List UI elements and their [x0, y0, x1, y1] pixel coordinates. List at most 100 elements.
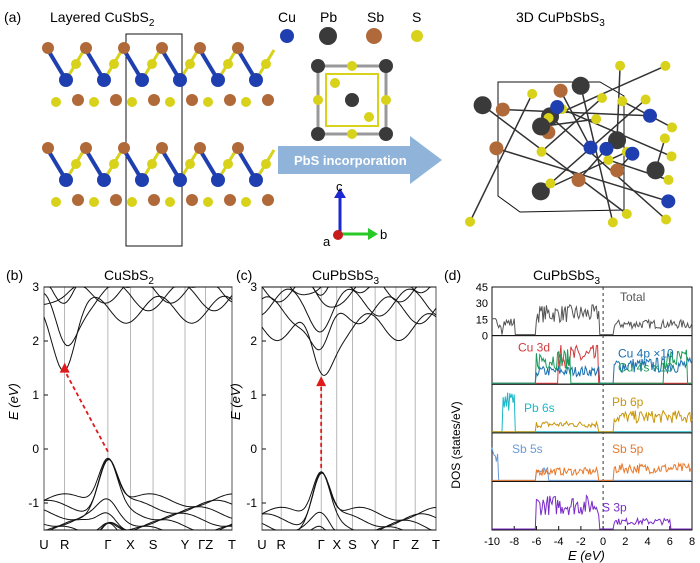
k-point-label: U [257, 537, 266, 552]
sb-atom [42, 42, 54, 54]
s-atom [109, 59, 119, 69]
y-tick-label: 3 [250, 280, 257, 294]
dos-curve [492, 494, 692, 530]
sb-atom [148, 94, 160, 106]
atom [646, 161, 665, 180]
atom [532, 117, 551, 136]
s-atom [261, 59, 271, 69]
bond [548, 65, 666, 119]
dos-x-tick-label: -8 [509, 536, 519, 548]
legend-sb-sphere [366, 28, 382, 44]
sb-atom [80, 142, 92, 154]
pb-atom [311, 127, 325, 141]
atom [599, 141, 614, 156]
conduction-band [261, 296, 437, 351]
dos-series-label: Cu 3d [518, 341, 550, 355]
sb-atom [110, 94, 122, 106]
conduction-band [261, 288, 437, 333]
atom [659, 133, 670, 144]
legend-s-sphere [411, 30, 423, 42]
sb-atom [232, 42, 244, 54]
bond [579, 85, 614, 223]
k-point-label: R [276, 537, 285, 552]
dos-x-tick-label: -6 [532, 536, 542, 548]
s-atom [364, 112, 374, 122]
bond [469, 93, 533, 223]
dos-series-label: Sb 5s [512, 442, 543, 456]
sb-atom [232, 142, 244, 154]
sb-atom [156, 142, 168, 154]
s-atom [347, 61, 357, 71]
panel-b-title: CuSbS2 [104, 267, 154, 287]
s-atom [71, 159, 81, 169]
dos-curve [492, 349, 692, 384]
atom [610, 163, 625, 178]
panel-d-xlabel: E (eV) [568, 548, 605, 563]
y-tick-label: 0 [250, 442, 257, 456]
atom [489, 141, 504, 156]
atom [607, 217, 618, 228]
atom [536, 146, 547, 157]
a-axis-dot [333, 230, 343, 240]
panel-b-ylabel: E (eV) [6, 383, 21, 420]
k-point-label: R [60, 537, 69, 552]
atom [495, 102, 510, 117]
dos-curve [492, 409, 693, 433]
atom [661, 194, 676, 209]
sb-atom [118, 142, 130, 154]
s-atom [261, 159, 271, 169]
cu-atom [211, 73, 225, 87]
y-tick-label: -1 [28, 496, 39, 510]
k-point-label: Y [181, 537, 190, 552]
c-axis-head [334, 188, 346, 198]
k-point-label: S [348, 537, 357, 552]
cu-atom [135, 73, 149, 87]
plot-frame [43, 286, 233, 531]
k-point-label: Γ [392, 537, 399, 552]
s-atom [109, 159, 119, 169]
pb-atom [379, 59, 393, 73]
pbs-cube-structure [311, 59, 393, 141]
pb-atom [379, 127, 393, 141]
arrow-label: PbS incorporation [294, 153, 407, 168]
legend-pb-label: Pb [320, 9, 337, 25]
valence-band [261, 472, 437, 528]
s-atom [203, 197, 213, 207]
k-point-label: Γ [104, 537, 111, 552]
atom [553, 83, 568, 98]
atom [591, 114, 602, 125]
y-tick-label: 3 [32, 280, 39, 294]
sb-atom [80, 42, 92, 54]
k-point-label: X [332, 537, 341, 552]
layered-cusbs2-structure [42, 33, 276, 247]
cu-atom [173, 73, 187, 87]
cu-atom [59, 173, 73, 187]
atom [550, 100, 565, 115]
atom [545, 178, 556, 189]
s-atom [89, 197, 99, 207]
valence-band [43, 459, 233, 514]
bond [502, 108, 651, 117]
k-point-label: Y [371, 537, 380, 552]
dos-subpanel-frame [491, 432, 693, 482]
s-atom [71, 59, 81, 69]
s-atom [185, 59, 195, 69]
panel-d-label: (d) [444, 267, 461, 283]
s-atom [51, 197, 61, 207]
bond [541, 97, 603, 153]
dos-y-tick-label: 45 [476, 282, 488, 294]
atom [661, 214, 672, 225]
valence-band [43, 457, 233, 508]
dos-x-tick-label: 8 [689, 536, 695, 548]
cu-atom [97, 73, 111, 87]
s-atom [241, 97, 251, 107]
s-atom [147, 59, 157, 69]
dos-series-label: Pb 6s [524, 401, 555, 415]
dos-subpanel-frame [491, 383, 693, 434]
k-point-label: X [126, 537, 135, 552]
panel-c-label: (c) [236, 267, 252, 283]
conduction-band [261, 286, 436, 308]
s-atom [203, 97, 213, 107]
